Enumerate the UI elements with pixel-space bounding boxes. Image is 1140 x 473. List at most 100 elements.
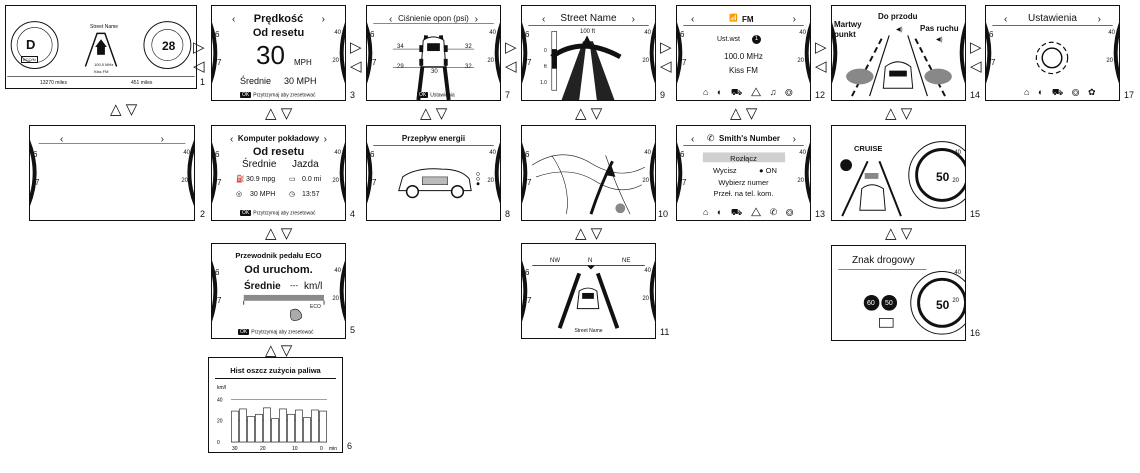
- ok-badge: OK: [238, 329, 250, 335]
- right-arrow-icon: ▷: [193, 39, 205, 56]
- gauge-right-20: 20: [487, 58, 494, 64]
- histogram-bar: [303, 417, 311, 443]
- gauge-right-20: 20: [642, 178, 649, 184]
- distance-icon: ▭: [289, 176, 296, 183]
- next-arrow-icon[interactable]: ›: [323, 134, 327, 145]
- callout-2: 2: [200, 209, 206, 219]
- histogram-bar: [239, 408, 247, 443]
- prev-arrow-icon[interactable]: ‹: [691, 14, 695, 25]
- next-arrow-icon[interactable]: ›: [321, 14, 325, 25]
- panel-navigation: ‹ › Street Name 100 ft 0 ft 1.0 6 7 40 2…: [521, 5, 656, 101]
- panel-main-cluster: D ECO/N Street Name 28 100.0 MHz Kiss FM…: [5, 5, 197, 89]
- next-arrow-icon[interactable]: ›: [160, 134, 164, 145]
- gauge-left-7: 7: [527, 178, 532, 187]
- clock-icon: ◷: [289, 191, 296, 198]
- gauge-right-20: 20: [1106, 58, 1113, 64]
- right-arrow-icon: ▷: [660, 39, 672, 56]
- callout-13: 13: [815, 209, 826, 219]
- frequency: 100.0 MHz: [94, 62, 114, 67]
- phone-icon: ✆: [707, 133, 715, 143]
- col-trip: Jazda: [292, 159, 319, 170]
- prev-arrow-icon[interactable]: ‹: [691, 134, 695, 145]
- reset-hint-text: Przytrzymaj aby zresetować: [253, 210, 316, 217]
- gauge-left-6: 6: [370, 150, 375, 159]
- unit: km/l: [304, 281, 323, 292]
- bar-label-0: 0: [544, 48, 547, 54]
- gauge-left-7: 7: [217, 296, 222, 305]
- menu-mute[interactable]: Wycisz: [713, 166, 737, 175]
- panel-title: Ustawienia: [1028, 13, 1077, 24]
- histogram-bar: [295, 409, 303, 443]
- up-down-icon: △ ▽: [575, 225, 603, 242]
- prev-arrow-icon[interactable]: ‹: [232, 14, 236, 25]
- prev-arrow-icon[interactable]: ‹: [230, 134, 234, 145]
- tire-spare: 30: [431, 69, 438, 75]
- gauge-right-40: 40: [489, 30, 496, 36]
- panel-eco-guide: Przewodnik pedału ECO Od uruchom. Średni…: [211, 243, 346, 339]
- gauge-left-6: 6: [989, 30, 994, 39]
- callout-1: 1: [200, 77, 206, 87]
- gauge-left-6: 6: [215, 30, 220, 39]
- prev-arrow-icon[interactable]: ‹: [1004, 14, 1008, 25]
- gauge-left-7: 7: [527, 296, 532, 305]
- callout-15: 15: [970, 209, 981, 219]
- tire-front-left: 34: [397, 44, 404, 50]
- panel-title: Znak drogowy: [852, 255, 915, 266]
- menu-hangup[interactable]: Rozłącz: [730, 154, 757, 163]
- panel-tire-pressure: ‹ › Ciśnienie opon (psi) 34 32 29 32 30 …: [366, 5, 501, 101]
- histogram-bar: [263, 407, 271, 443]
- next-arrow-icon[interactable]: ›: [1097, 14, 1101, 25]
- prev-arrow-icon[interactable]: ‹: [542, 14, 546, 25]
- panel-title: Street Name: [560, 13, 617, 24]
- histogram-bar: [287, 413, 295, 443]
- next-arrow-icon[interactable]: ›: [474, 14, 478, 25]
- sign-1: 60: [867, 300, 875, 307]
- panel-driver-assist: Martwy punkt Do przodu Pas ruchu ◀) ◀): [831, 5, 966, 101]
- sign-2: 50: [885, 300, 893, 307]
- callout-5: 5: [350, 325, 356, 335]
- gauge-right-40: 40: [334, 268, 341, 274]
- media-icons: ⌂ ◐ ⛟ △ ✆ ◎ ✿: [703, 207, 797, 220]
- up-down-icon: △ ▽: [730, 105, 758, 122]
- panel-title: Hist oszcz zużycia paliwa: [230, 366, 321, 375]
- histogram-bar: [271, 418, 279, 443]
- panel-title: FM: [742, 15, 754, 24]
- panel-settings: ‹ › Ustawienia ⌂ ◐ ⛟ ◎ ✿ 6 7 40 20: [985, 5, 1120, 101]
- gauge-right-40: 40: [799, 150, 806, 156]
- gauge-left-7: 7: [217, 178, 222, 187]
- fuel-icon: ⛽: [236, 176, 245, 183]
- left-arrow-icon: ◁: [505, 58, 517, 75]
- x-axis-unit: min: [329, 446, 337, 452]
- tire-front-right: 32: [465, 44, 472, 50]
- up-down-icon: △ ▽: [265, 105, 293, 122]
- histogram-bar: [231, 410, 239, 443]
- label-lane: Pas ruchu: [920, 24, 959, 33]
- next-arrow-icon[interactable]: ›: [792, 134, 796, 145]
- next-arrow-icon[interactable]: ›: [631, 14, 635, 25]
- gauge-right-20: 20: [952, 298, 959, 304]
- gauge-left-7: 7: [991, 58, 996, 67]
- callout-17: 17: [1124, 90, 1135, 100]
- menu-switch[interactable]: Przeł. na tel. kom.: [713, 189, 774, 198]
- gauge-right-20: 20: [332, 58, 339, 64]
- drive-mode-badge: ECO/N: [21, 56, 38, 63]
- left-arrow-icon: ◁: [815, 58, 827, 75]
- gauge-left-7: 7: [682, 178, 687, 187]
- speaker-icon: ◀): [896, 27, 903, 33]
- gauge-left-6: 6: [525, 30, 530, 39]
- gauge-left-6: 6: [215, 150, 220, 159]
- prev-arrow-icon[interactable]: ‹: [389, 14, 393, 25]
- x-tick-label: 30: [232, 446, 238, 452]
- prev-arrow-icon[interactable]: ‹: [60, 134, 64, 145]
- gauge-right-40: 40: [334, 150, 341, 156]
- menu-dial[interactable]: Wybierz numer: [718, 178, 769, 187]
- gauge-right-40: 40: [1108, 30, 1115, 36]
- speaker-icon: ◀): [936, 37, 943, 43]
- gauge-left-6: 6: [33, 150, 38, 159]
- next-arrow-icon[interactable]: ›: [792, 14, 796, 25]
- preset-number: 1: [752, 35, 761, 44]
- up-down-icon: △ ▽: [575, 105, 603, 122]
- panel-title: Prędkość: [253, 13, 304, 25]
